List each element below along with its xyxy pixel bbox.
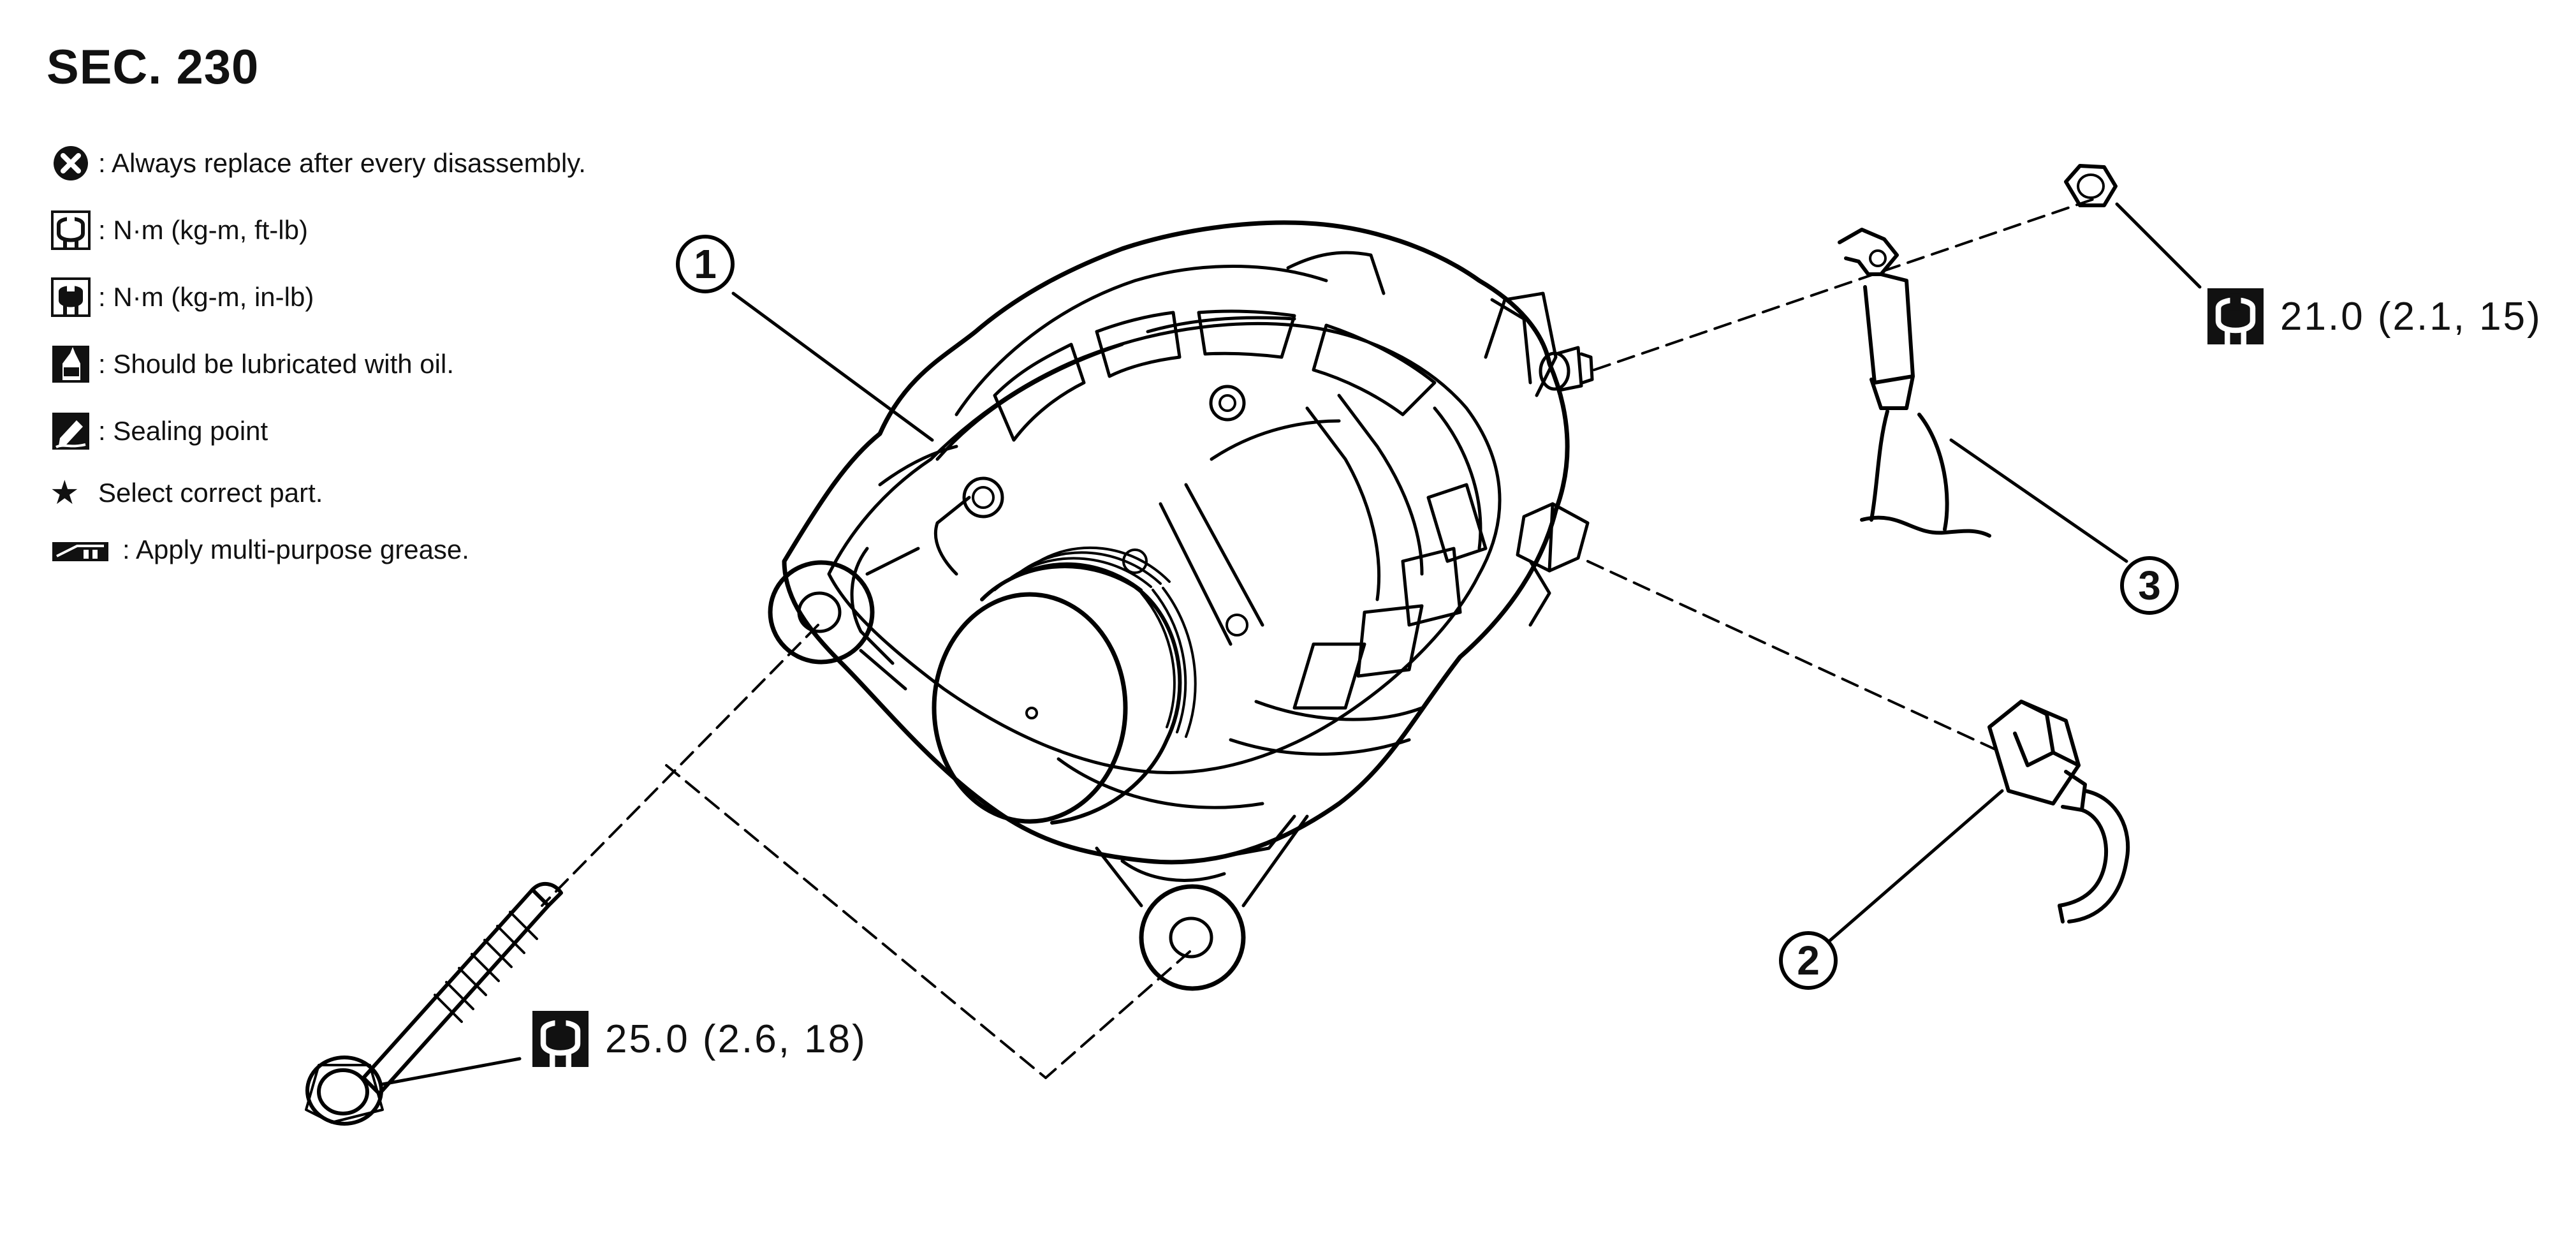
leader-2 [1806,789,2004,962]
boss-hole-top [1209,385,1246,422]
torque-value: 25.0 (2.6, 18) [605,1017,867,1061]
torque-spec-nut: 21.0 (2.1, 15) [2207,288,2542,344]
grease-icon [50,529,111,571]
legend-item-sealing: : Sealing point [50,409,586,453]
replace-x-icon [50,142,92,184]
alternator-body [782,220,1570,865]
mounting-ear-lower [1095,814,1309,991]
battery-cable [1838,228,2128,563]
alternator-pulley [932,546,1197,825]
legend-text: : Always replace after every disassembly… [98,148,586,178]
wrench-torque-icon [532,1011,589,1067]
torque-spec-bolt: 25.0 (2.6, 18) [532,1011,867,1067]
callout-2-connector: 2 [1779,931,1838,990]
wrench-torque-filled-icon [50,276,92,318]
star-icon: ★ [50,475,80,511]
legend: : Always replace after every disassembly… [50,142,586,590]
connector-socket [1516,502,1590,627]
legend-text: : Apply multi-purpose grease. [122,534,469,564]
callout-1-alternator: 1 [676,235,735,293]
wrench-torque-icon [2207,288,2264,344]
boss-hole-left [962,476,1004,519]
alternator-cage [850,251,1558,809]
torque-value: 21.0 (2.1, 15) [2280,294,2542,339]
oil-can-icon [50,343,92,385]
b-terminal-stud [1539,346,1594,392]
mounting-bolt [305,882,563,1126]
callout-3-battery-cable: 3 [2120,556,2179,615]
sealing-point-icon [50,410,92,452]
section-title: SEC. 230 [47,40,260,94]
leader-3 [1949,438,2128,563]
legend-text: : N·m (kg-m, ft-lb) [98,215,308,245]
legend-item-grease: : Apply multi-purpose grease. [50,533,586,566]
legend-text: : Should be lubricated with oil. [98,349,454,379]
legend-item-torque-in-lb: : N·m (kg-m, in-lb) [50,276,586,319]
leader-nut-torque [2115,202,2202,289]
legend-text: Select correct part. [98,478,323,508]
legend-item-oil: : Should be lubricated with oil. [50,342,586,386]
wrench-torque-icon [50,209,92,251]
leader-1 [731,291,934,442]
leader-bolt-torque [381,1057,522,1086]
legend-item-torque-ft-lb: : N·m (kg-m, ft-lb) [50,209,586,252]
mounting-ear-upper [768,547,920,691]
installation-lines [541,196,2099,1079]
legend-item-select-part: ★ Select correct part. [50,475,586,511]
legend-text: : Sealing point [98,416,268,446]
harness-connector [1806,700,2130,962]
legend-text: : N·m (kg-m, in-lb) [98,282,314,312]
legend-item-replace: : Always replace after every disassembly… [50,142,586,185]
terminal-nut [2064,164,2202,289]
